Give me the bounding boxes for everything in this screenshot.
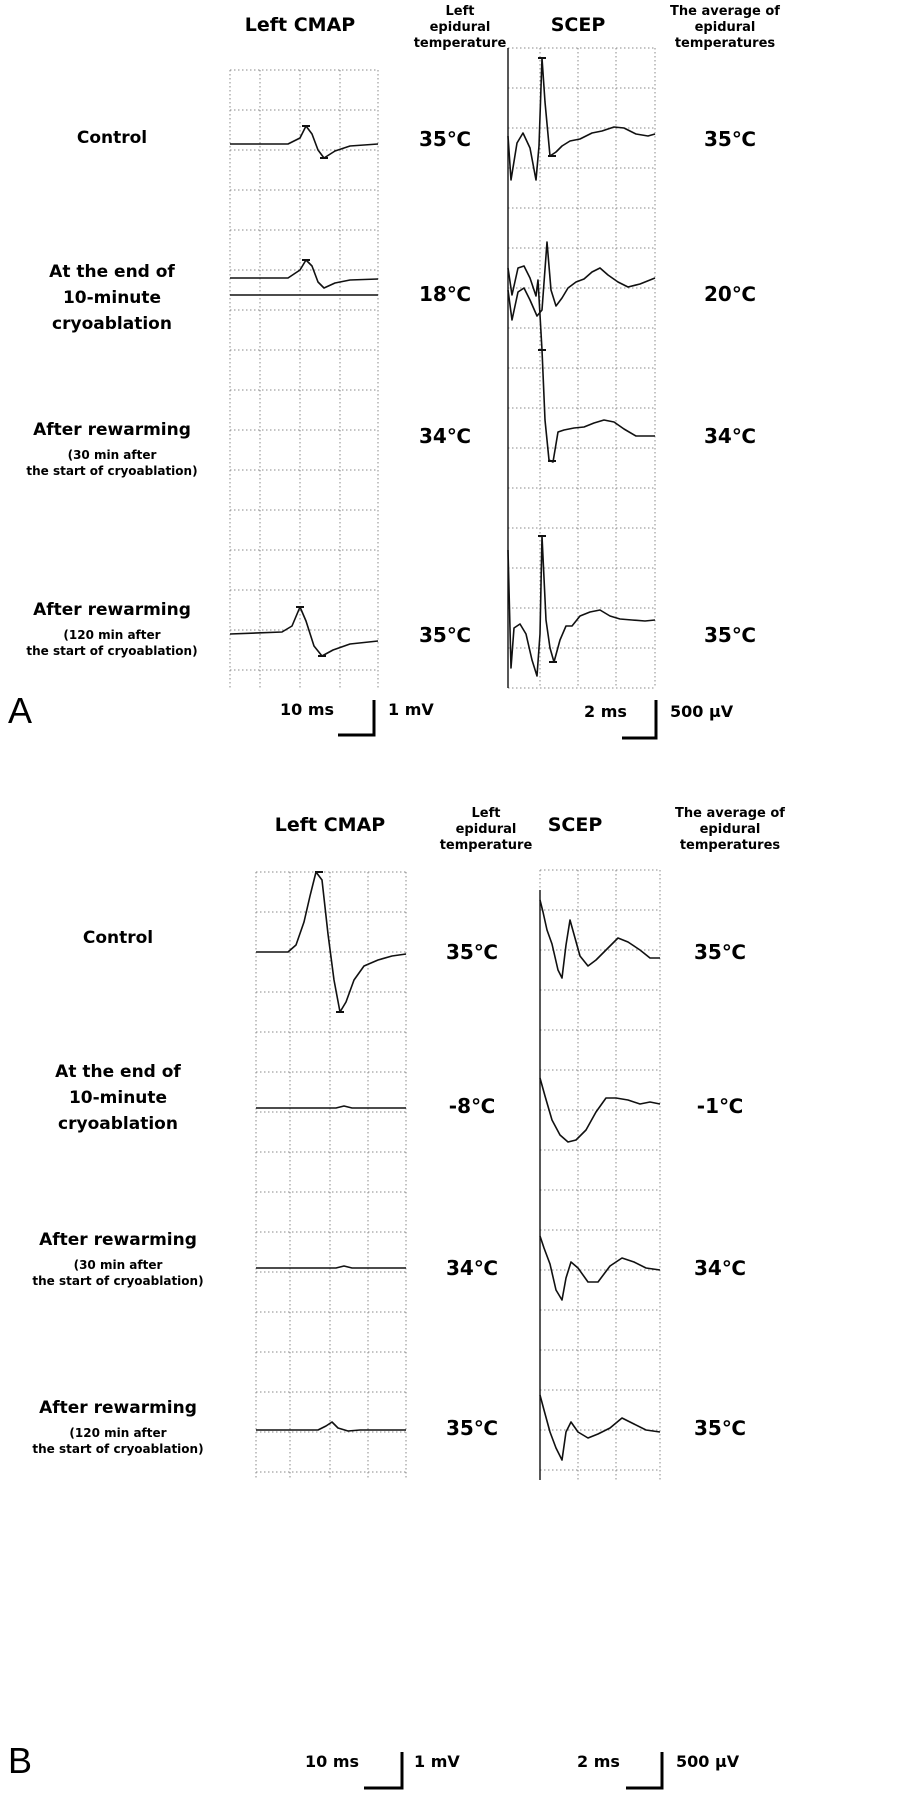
panel-b-row-3-sublabel: (120 min after [69,1426,167,1440]
panel-b-row-3-avg-temp: 35℃ [693,1416,747,1440]
panel-b-scep-scale-bar [626,1752,664,1790]
panel-b-row-0-label: Control [82,928,154,948]
panel-b-row-3-sublabel: the start of cryoablation) [32,1442,204,1456]
panel-b-scale-scep-time: 2 ms [577,1752,620,1771]
scale-bars [338,700,664,1790]
panel-a-header-scep: SCEP [550,14,606,36]
panel-b-scep-trace-rewarm-120 [539,1394,661,1461]
panel-a-row-2-label: After rewarming [33,420,191,440]
panel-a-scep-trace-control [507,57,656,181]
panel-b-row-2-left-temp: 34℃ [445,1256,499,1280]
panel-b-scep-trace-control [539,899,660,979]
panel-a-row-0-avg-temp: 35℃ [703,127,757,151]
panel-b-row-2-sublabel: the start of cryoablation) [32,1274,204,1288]
panel-a-header-avg-temp: The average of [670,4,780,19]
panel-a-cmap-trace-rewarm-120 [229,606,379,657]
panel-b-header-left-temp: Left [471,806,501,821]
panel-a-row-1-left-temp: 18℃ [418,282,472,306]
panel-b-row-1-left-temp: -8℃ [448,1094,496,1118]
panel-b-row-0-left-temp: 35℃ [445,940,499,964]
panel-a-header-left-temp: Left [445,4,475,19]
panel-b-header-scep: SCEP [547,814,603,836]
panel-a-scale-scep-time: 2 ms [584,702,627,721]
panel-a-header-avg-temp: temperatures [674,36,776,51]
panel-b-header-avg-temp: The average of [675,806,785,821]
panel-a-row-2-sublabel: (30 min after [67,448,157,462]
panel-b-cmap-trace-end-cryo [256,1105,406,1109]
panel-b-header-left-temp: temperature [439,838,533,853]
panel-a-row-0-left-temp: 35℃ [418,127,472,151]
panel-a-row-1-label: At the end of [49,262,175,282]
panel-a-scale-cmap-amp: 1 mV [388,700,434,719]
panel-a-scep-trace-end-cryo [507,241,656,321]
panel-b-row-2-sublabel: (30 min after [73,1258,163,1272]
panel-a-row-2-avg-temp: 34℃ [703,424,757,448]
panel-a-row-2-left-temp: 34℃ [418,424,472,448]
panel-b-row-1-avg-temp: -1℃ [696,1094,744,1118]
panel-a-row-3-label: After rewarming [33,600,191,620]
panel-b-row-1-label: At the end of [55,1062,181,1082]
panel-a-header-avg-temp: epidural [694,20,756,35]
panel-a-cmap-trace-rewarm-30 [230,259,379,289]
panel-a-letter: A [8,690,33,731]
panel-a-row-3-left-temp: 35℃ [418,623,472,647]
panel-a-cmap-scale-bar [338,700,376,737]
panel-b-header-avg-temp: epidural [699,822,761,837]
panel-a-header-left-temp: temperature [413,36,507,51]
panel-a-row-3-avg-temp: 35℃ [703,623,757,647]
panel-b-cmap-trace-control [256,871,407,1013]
panel-a-cmap-trace-control [230,125,379,159]
panel-b-row-2-avg-temp: 34℃ [693,1256,747,1280]
panel-b-header-avg-temp: temperatures [679,838,781,853]
panel-b-row-0-avg-temp: 35℃ [693,940,747,964]
panel-a-row-0-label: Control [76,128,148,148]
panel-b-cmap-trace-rewarm-120 [256,1421,406,1432]
panel-a-row-2-sublabel: the start of cryoablation) [26,464,198,478]
panel-a-row-3-sublabel: (120 min after [63,628,161,642]
panel-a-scep-trace-rewarm-120 [507,535,656,677]
panel-a-scale-cmap-time: 10 ms [280,700,335,719]
panel-b-row-3-label: After rewarming [39,1398,197,1418]
panel-a-row-1-label: 10-minute [62,288,162,308]
panel-a-scep-scale-bar [622,700,658,740]
panel-b-header-cmap: Left CMAP [274,814,386,836]
panel-b-scale-cmap-time: 10 ms [305,1752,360,1771]
panel-b-cmap-scale-bar [364,1752,404,1790]
panel-b-header-left-temp: epidural [455,822,517,837]
panel-b-letter: B [8,1740,33,1781]
panel-a-header-left-temp: epidural [429,20,491,35]
panel-b-row-2-label: After rewarming [39,1230,197,1250]
panel-b-scep-trace-rewarm-30 [539,1235,661,1301]
panel-a-row-3-sublabel: the start of cryoablation) [26,644,198,658]
panel-b-scep-trace-end-cryo [539,1077,661,1143]
panel-b-row-1-label: cryoablation [58,1114,178,1134]
panel-a-row-1-avg-temp: 20℃ [703,282,757,306]
grids [229,47,661,1480]
panel-b-scale-cmap-amp: 1 mV [414,1752,460,1771]
traces [229,48,661,1480]
panel-a-header-cmap: Left CMAP [244,14,356,36]
panel-a-scale-scep-amp: 500 µV [670,702,734,721]
panel-a-row-1-label: cryoablation [52,314,172,334]
panel-b-scale-scep-amp: 500 µV [676,1752,740,1771]
panel-b-cmap-trace-rewarm-30 [256,1265,406,1269]
panel-b-row-1-label: 10-minute [68,1088,168,1108]
panel-b-row-3-left-temp: 35℃ [445,1416,499,1440]
